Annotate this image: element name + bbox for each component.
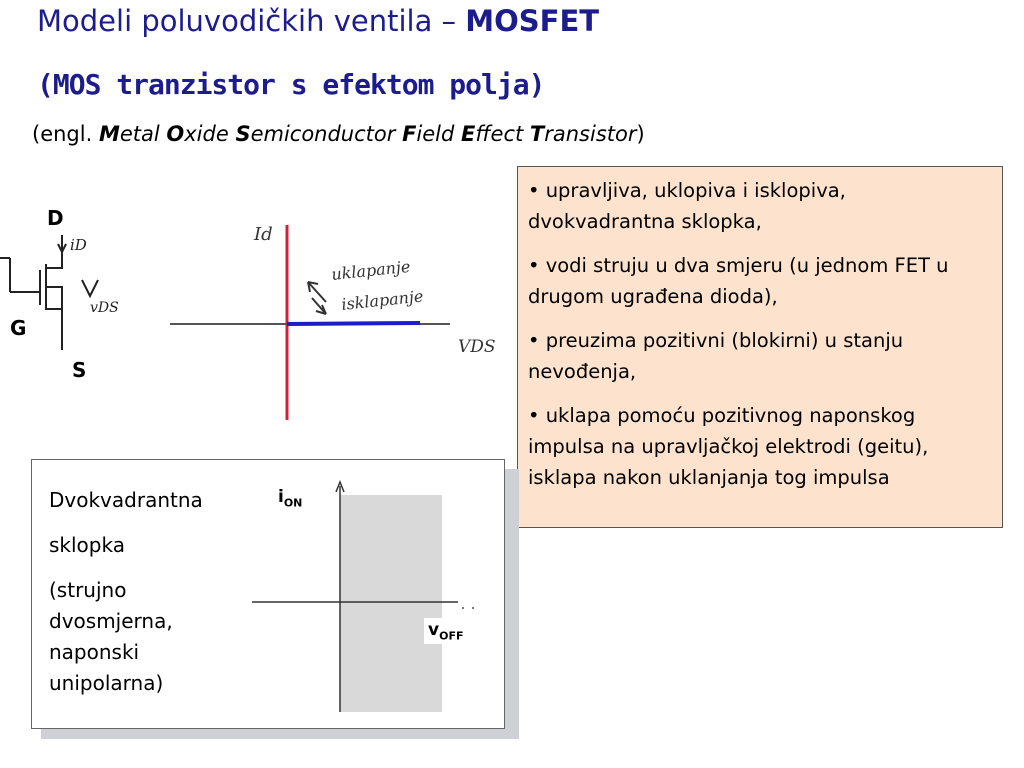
current-axis-arrow	[335, 479, 345, 493]
title-prefix: Modeli poluvodičkih ventila –	[37, 4, 466, 38]
i-on-label: iON	[278, 487, 302, 509]
drain-label: D	[47, 206, 64, 230]
engl-s: S	[235, 122, 251, 146]
engl-t: T	[529, 122, 545, 146]
english-definition: (engl. Metal Oxide Semiconductor Field E…	[32, 122, 645, 146]
switching-arrows	[307, 281, 327, 315]
i-main: i	[278, 487, 284, 507]
engl-ffect: ffect	[475, 122, 530, 146]
engl-m: M	[98, 122, 120, 146]
bullet-item: • uklapa pomoću pozitivnog naponskog imp…	[528, 404, 929, 489]
engl-f: F	[402, 122, 417, 146]
source-label: S	[72, 358, 87, 382]
bullet-item: • upravljiva, uklopiva i isklopiva, dvok…	[528, 179, 846, 233]
engl-open: (engl.	[32, 122, 99, 146]
v-main: v	[428, 620, 440, 640]
engl-close: )	[636, 122, 645, 146]
quadrant-line: (strujno dvosmjerna, naponski unipolarna…	[49, 578, 173, 695]
bullet-item: • preuzima pozitivni (blokirni) u stanju…	[528, 329, 904, 383]
engl-etal: etal	[119, 122, 167, 146]
engl-xide: xide	[184, 122, 236, 146]
mosfet-sketch: iD vDS Id VDS uklapanje isklapanje	[0, 224, 496, 420]
id-label: iD	[70, 236, 87, 254]
engl-o: O	[166, 122, 185, 146]
vds-axis-label: VDS	[458, 337, 496, 357]
axis-dot	[472, 607, 474, 609]
operating-area	[340, 495, 442, 712]
page-subtitle: (MOS tranzistor s efektom polja)	[37, 68, 545, 101]
i-sub: ON	[283, 496, 303, 510]
v-off-label: vOFF	[424, 618, 468, 645]
engl-ransistor: ransistor	[544, 122, 637, 146]
engl-ield: ield	[416, 122, 462, 146]
vds-label: vDS	[90, 300, 119, 316]
axis-dot	[462, 607, 464, 609]
id-axis-label: Id	[253, 224, 273, 245]
engl-e: E	[461, 122, 476, 146]
mosfet-symbol	[0, 235, 99, 350]
title-bold: MOSFET	[465, 4, 600, 38]
blue-on-line	[286, 321, 421, 326]
properties-box: • upravljiva, uklopiva i isklopiva, dvok…	[517, 166, 1003, 528]
page-title: Modeli poluvodičkih ventila – MOSFET	[37, 4, 599, 38]
v-sub: OFF	[439, 629, 464, 643]
quadrant-line: Dvokvadrantna	[49, 488, 203, 512]
gate-label: G	[10, 316, 27, 340]
quadrant-line: sklopka	[49, 533, 125, 557]
quadrant-text: Dvokvadrantna sklopka (strujno dvosmjern…	[49, 485, 219, 713]
engl-emiconductor: emiconductor	[250, 122, 403, 146]
bullet-item: • vodi struju u dva smjeru (u jednom FET…	[528, 254, 949, 308]
